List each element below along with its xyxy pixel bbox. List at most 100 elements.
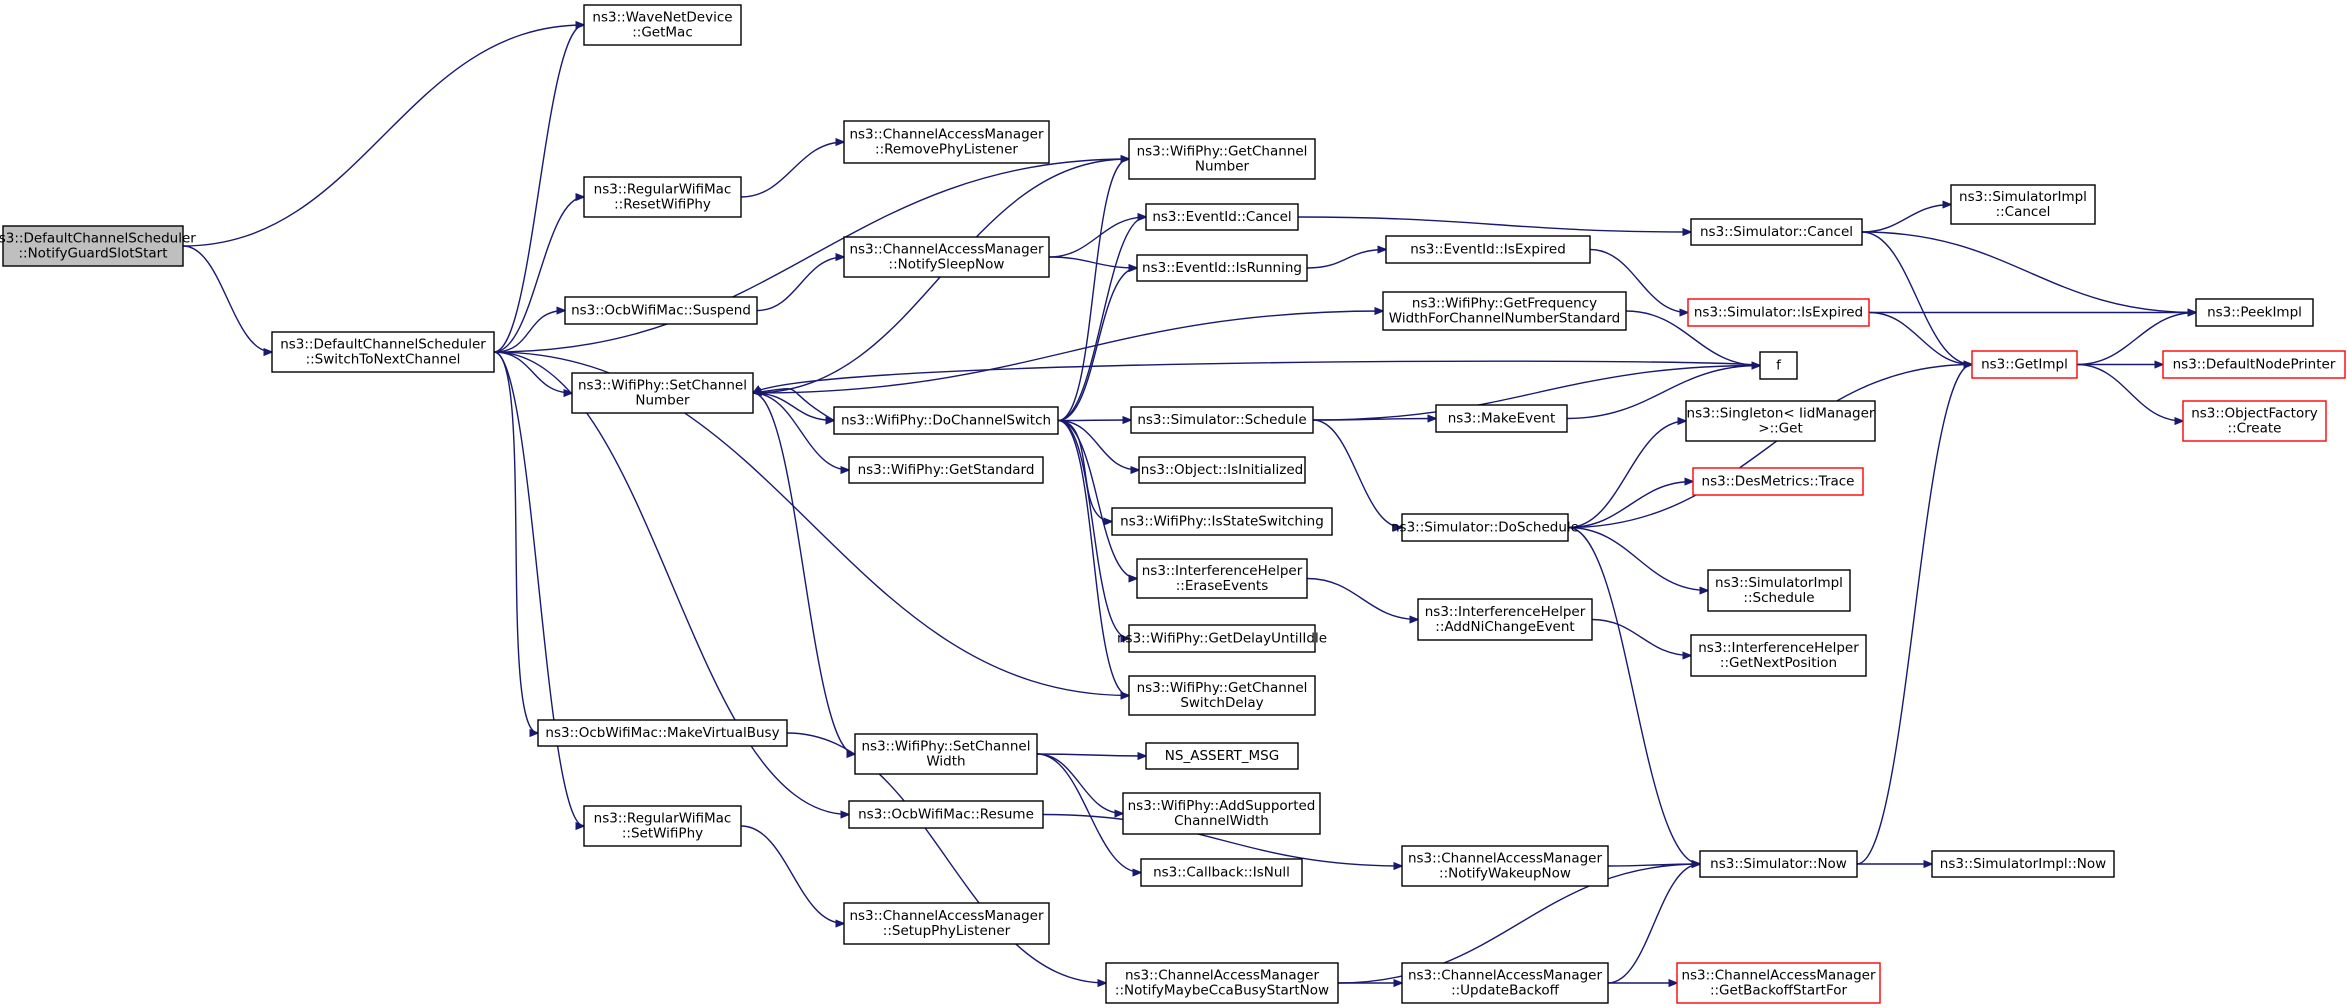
graph-node-eventcancel[interactable]: ns3::EventId::Cancel: [1145, 203, 1299, 231]
node-box: [1759, 351, 1798, 380]
node-label: Number: [1195, 159, 1250, 175]
graph-node-nsassertmsg[interactable]: NS_ASSERT_MSG: [1145, 742, 1299, 770]
graph-node-resume[interactable]: ns3::OcbWifiMac::Resume: [848, 800, 1044, 829]
node-box: [854, 733, 1038, 775]
node-label: ::SetWifiPhy: [622, 826, 703, 842]
graph-node-notifywakeupnow[interactable]: ns3::ChannelAccessManager::NotifyWakeupN…: [1401, 845, 1609, 887]
node-label: ns3::WaveNetDevice: [592, 10, 732, 26]
call-edge: [752, 392, 855, 754]
node-box: [1382, 291, 1627, 331]
node-box: [843, 120, 1050, 164]
node-box: [2182, 400, 2327, 442]
graph-node-isinitialized[interactable]: ns3::Object::IsInitialized: [1138, 456, 1306, 484]
node-label: Number: [635, 393, 690, 409]
node-label: ns3::DesMetrics::Trace: [1702, 474, 1855, 490]
call-edge: [1607, 864, 1700, 984]
call-edge: [752, 392, 834, 421]
graph-node-getdelayuntilidle[interactable]: ns3::WifiPhy::GetDelayUntilIdle: [1117, 624, 1327, 653]
graph-node-switch[interactable]: ns3::DefaultChannelScheduler::SwitchToNe…: [271, 331, 495, 373]
call-edge: [756, 257, 844, 312]
graph-node-simimplschedule[interactable]: ns3::SimulatorImpl::Schedule: [1707, 569, 1851, 612]
graph-node-simimplcancel[interactable]: ns3::SimulatorImpl::Cancel: [1950, 184, 2096, 225]
graph-node-notifysleepnow[interactable]: ns3::ChannelAccessManager::NotifySleepNo…: [843, 236, 1050, 278]
graph-node-getimpl[interactable]: ns3::GetImpl: [1971, 350, 2078, 379]
graph-node-simisexpired[interactable]: ns3::Simulator::IsExpired: [1687, 298, 1870, 327]
graph-node-removephylistener[interactable]: ns3::ChannelAccessManager::RemovePhyList…: [843, 120, 1050, 164]
node-box: [1435, 404, 1568, 433]
node-box: [1128, 675, 1316, 716]
node-label: ns3::ChannelAccessManager: [1125, 968, 1320, 984]
graph-node-setwifiphy[interactable]: ns3::RegularWifiMac::SetWifiPhy: [583, 805, 742, 847]
graph-node-simschedule[interactable]: ns3::Simulator::Schedule: [1130, 406, 1314, 434]
graph-node-getnextposition[interactable]: ns3::InterferenceHelper::GetNextPosition: [1690, 634, 1867, 677]
call-edge: [1567, 482, 1693, 529]
graph-node-singletonget[interactable]: ns3::Singleton< IidManager>::Get: [1685, 400, 1876, 442]
call-edge: [1057, 217, 1146, 422]
call-edge: [182, 25, 584, 247]
graph-node-simcancel[interactable]: ns3::Simulator::Cancel: [1690, 218, 1863, 246]
graph-node-simimplnow[interactable]: ns3::SimulatorImpl::Now: [1931, 850, 2115, 878]
graph-node-simnow[interactable]: ns3::Simulator::Now: [1699, 850, 1858, 878]
graph-node-makeevent[interactable]: ns3::MakeEvent: [1435, 404, 1568, 433]
node-box: [843, 902, 1050, 945]
node-box: [1676, 962, 1881, 1004]
graph-node-objectfactorycreate[interactable]: ns3::ObjectFactory::Create: [2182, 400, 2327, 442]
node-label: ChannelWidth: [1174, 813, 1269, 829]
node-label: ns3::EventId::IsRunning: [1142, 260, 1302, 276]
graph-node-getbackoffstartfor[interactable]: ns3::ChannelAccessManager::GetBackoffSta…: [1676, 962, 1881, 1004]
graph-node-getfrequency[interactable]: ns3::WifiPhy::GetFrequencyWidthForChanne…: [1382, 291, 1627, 331]
graph-node-addnichangeevent[interactable]: ns3::InterferenceHelper::AddNiChangeEven…: [1417, 598, 1593, 641]
node-label: ns3::GetImpl: [1981, 357, 2068, 373]
graph-node-wavegetmac[interactable]: ns3::WaveNetDevice::GetMac: [583, 4, 742, 46]
node-box: [1687, 298, 1870, 327]
graph-node-eraseevents[interactable]: ns3::InterferenceHelper::EraseEvents: [1136, 558, 1308, 599]
call-edge: [2076, 363, 2183, 422]
node-label: ns3::ChannelAccessManager: [849, 127, 1044, 143]
graph-node-dochannelswitch[interactable]: ns3::WifiPhy::DoChannelSwitch: [833, 406, 1059, 435]
node-box: [1690, 634, 1867, 677]
node-label: ns3::Callback::IsNull: [1153, 865, 1290, 881]
node-box: [1931, 850, 2115, 878]
graph-node-setupphylistener[interactable]: ns3::ChannelAccessManager::SetupPhyListe…: [843, 902, 1050, 945]
graph-node-getstandard[interactable]: ns3::WifiPhy::GetStandard: [848, 456, 1044, 484]
graph-node-defaultnodeprinter[interactable]: ns3::DefaultNodePrinter: [2162, 350, 2346, 379]
call-edge: [1057, 419, 1129, 639]
node-label: ::EraseEvents: [1176, 578, 1269, 594]
call-edge: [1861, 205, 1951, 233]
graph-node-callbackisnull[interactable]: ns3::Callback::IsNull: [1140, 858, 1303, 887]
graph-node-eventisrunning[interactable]: ns3::EventId::IsRunning: [1136, 254, 1308, 282]
graph-node-f[interactable]: f: [1759, 351, 1798, 380]
graph-node-root[interactable]: ns3::DefaultChannelScheduler::NotifyGuar…: [0, 225, 196, 267]
node-label: ::GetMac: [632, 25, 693, 41]
graph-node-isstateswitching[interactable]: ns3::WifiPhy::IsStateSwitching: [1111, 507, 1333, 536]
node-label: WidthForChannelNumberStandard: [1389, 311, 1620, 327]
graph-node-suspend[interactable]: ns3::OcbWifiMac::Suspend: [564, 296, 758, 325]
graph-node-simdoschedule[interactable]: ns3::Simulator::DoSchedule: [1391, 513, 1579, 542]
call-edge: [1036, 753, 1141, 873]
call-edge: [493, 351, 1129, 696]
nodes-layer: ns3::DefaultChannelScheduler::NotifyGuar…: [0, 4, 2346, 1004]
graph-node-desmetricstrace[interactable]: ns3::DesMetrics::Trace: [1692, 467, 1864, 496]
call-edge: [1048, 256, 1137, 268]
node-box: [1699, 850, 1858, 878]
graph-node-peekimpl[interactable]: ns3::PeekImpl: [2195, 298, 2314, 327]
node-box: [833, 406, 1059, 435]
node-label: ns3::WifiPhy::AddSupported: [1128, 798, 1316, 814]
call-edge: [1337, 864, 1700, 984]
graph-node-notifymaybeccabusy[interactable]: ns3::ChannelAccessManager::NotifyMaybeCc…: [1105, 962, 1339, 1004]
node-box: [1692, 467, 1864, 496]
node-label: ns3::WifiPhy::GetChannel: [1137, 680, 1308, 696]
node-label: ns3::SimulatorImpl: [1959, 189, 2087, 205]
graph-node-makevirtualbusy[interactable]: ns3::OcbWifiMac::MakeVirtualBusy: [537, 719, 788, 747]
graph-node-eventisexpired[interactable]: ns3::EventId::IsExpired: [1385, 235, 1591, 264]
call-edge: [740, 142, 844, 198]
graph-node-resetwifiphy[interactable]: ns3::RegularWifiMac::ResetWifiPhy: [583, 176, 742, 218]
graph-node-updatebackoff[interactable]: ns3::ChannelAccessManager::UpdateBackoff: [1401, 962, 1609, 1004]
node-label: ns3::MakeEvent: [1448, 411, 1556, 427]
